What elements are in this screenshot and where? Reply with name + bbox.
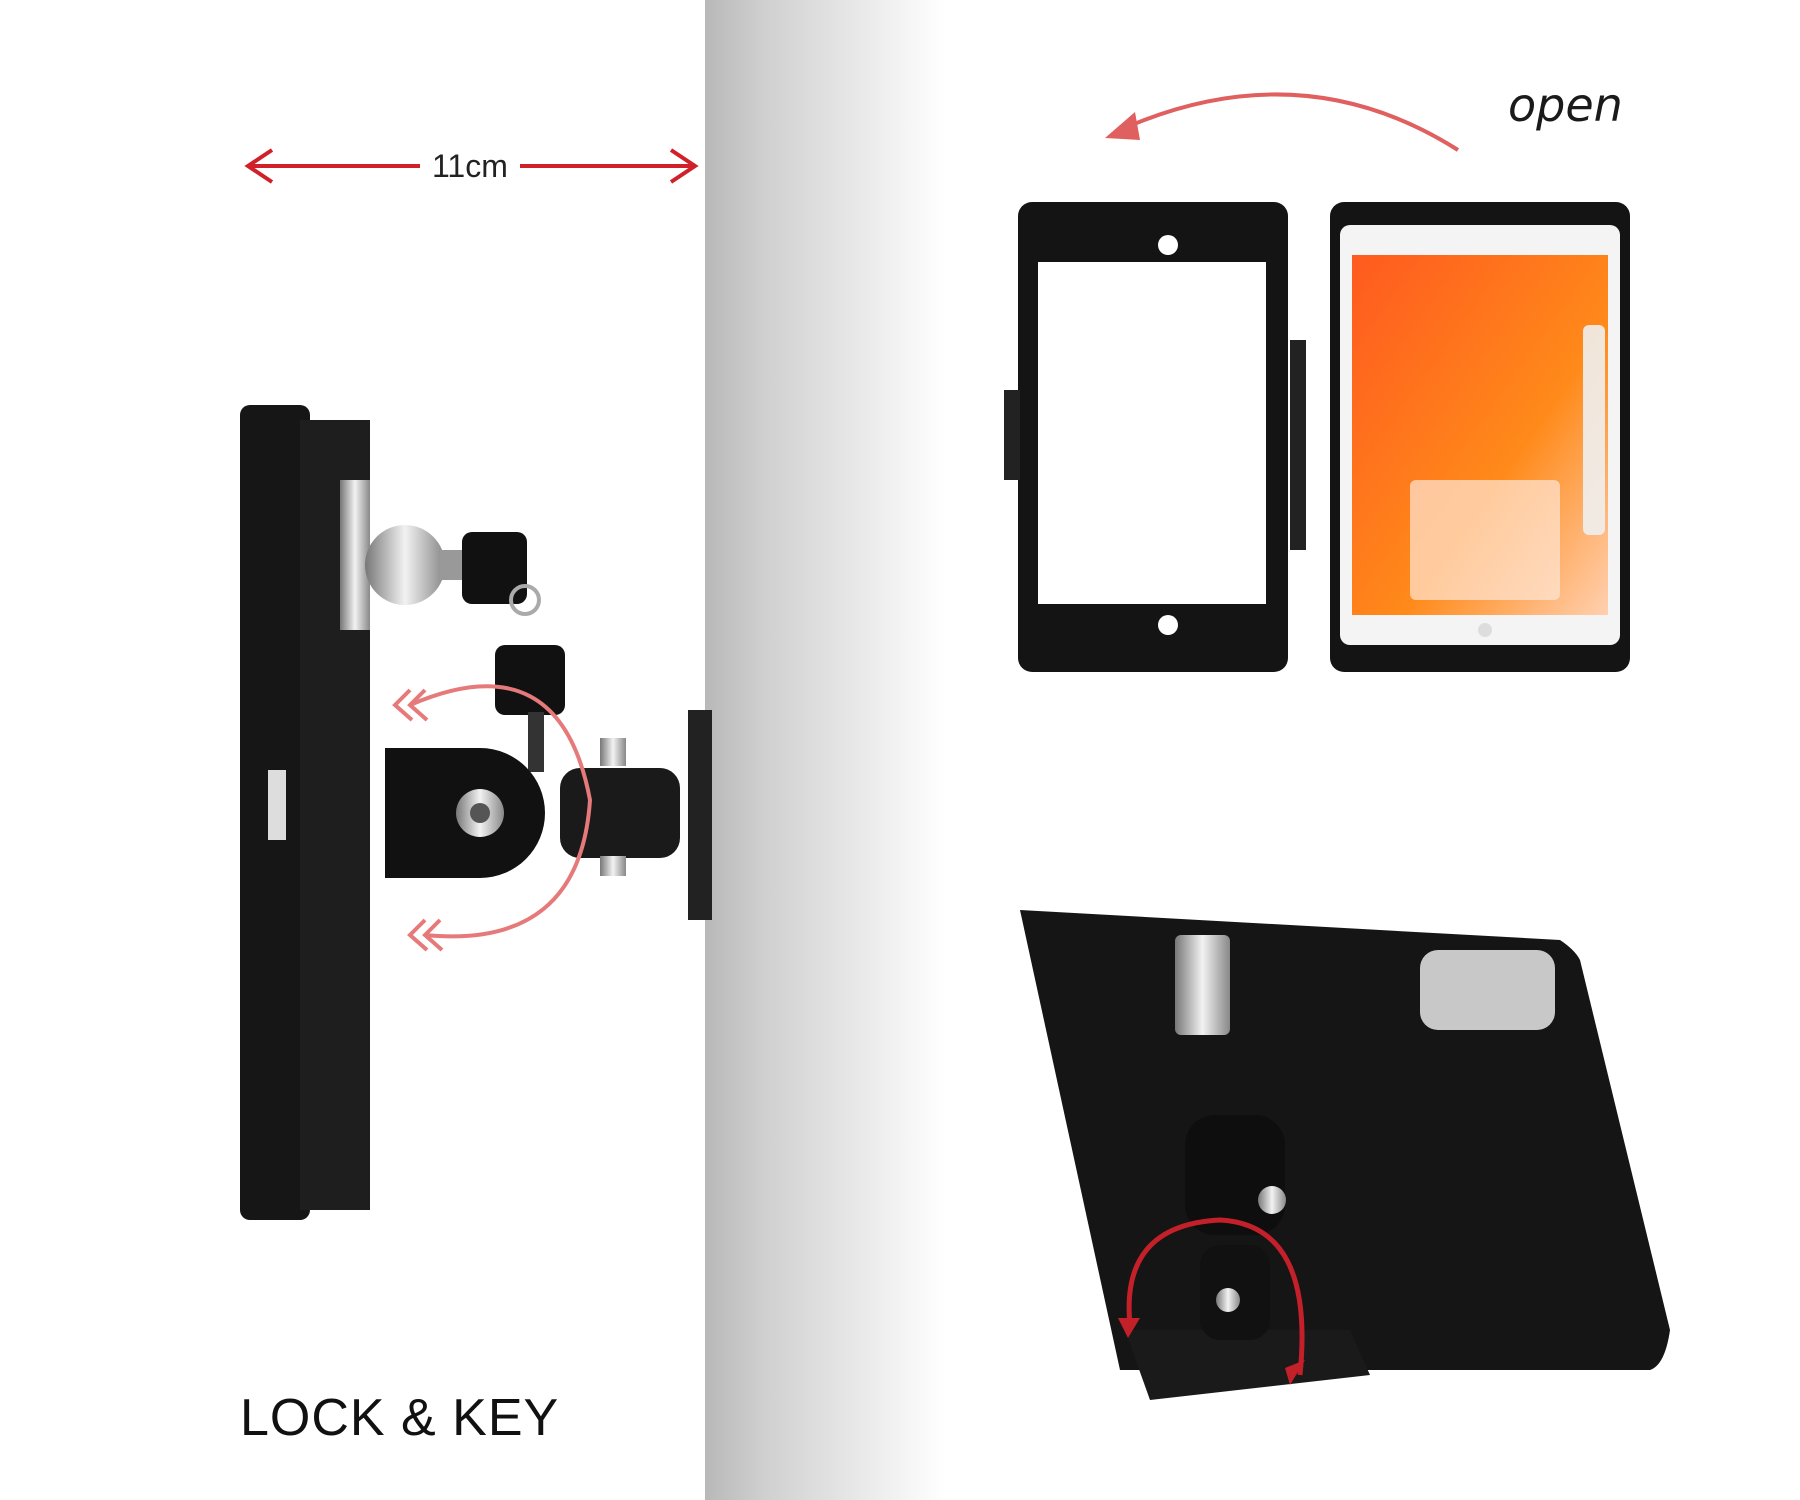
open-label: open: [1508, 78, 1623, 132]
open-view-front-frame: [1004, 202, 1306, 672]
dimension-arrow: [244, 148, 699, 184]
back-view-enclosure: [1020, 910, 1670, 1400]
open-view-tablet: [1330, 202, 1630, 672]
open-arc-arrow: [1105, 92, 1460, 152]
side-view-enclosure: [240, 405, 712, 1220]
feature-label: LOCK & KEY: [240, 1389, 560, 1447]
dimension-label: 11cm: [428, 148, 512, 184]
wall-background: [705, 0, 945, 1500]
